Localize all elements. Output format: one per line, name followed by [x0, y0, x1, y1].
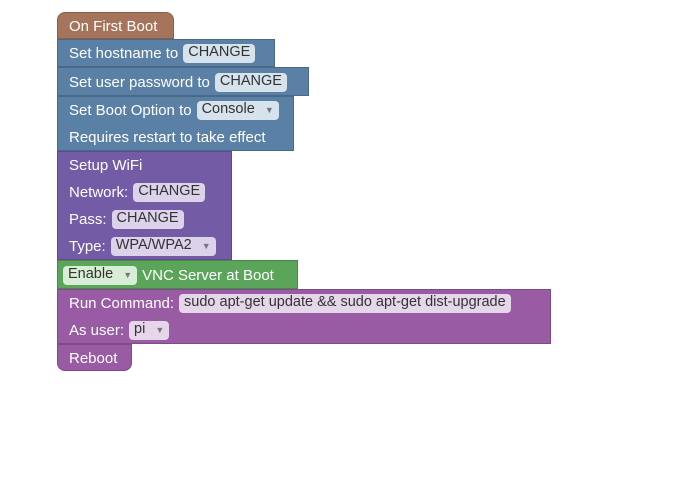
- on-first-boot-label: On First Boot: [69, 18, 158, 35]
- pass-field[interactable]: CHANGE: [111, 210, 184, 229]
- network-field[interactable]: CHANGE: [133, 183, 206, 202]
- type-label: Type:: [69, 238, 106, 255]
- as-user-label: As user:: [69, 322, 125, 339]
- caret-down-icon: ▼: [201, 241, 211, 251]
- reboot-label: Reboot: [69, 350, 118, 367]
- vnc-toggle-dropdown[interactable]: Enable ▼: [63, 265, 138, 285]
- wifi-type-dropdown[interactable]: WPA/WPA2 ▼: [110, 237, 216, 256]
- setup-wifi-block[interactable]: Setup WiFi Network: CHANGE Pass: CHANGE …: [57, 151, 232, 260]
- password-field[interactable]: CHANGE: [214, 72, 287, 92]
- hostname-field[interactable]: CHANGE: [183, 44, 256, 63]
- user-dropdown[interactable]: pi ▼: [129, 321, 170, 340]
- set-password-label: Set user password to: [69, 73, 210, 91]
- pass-label: Pass:: [69, 211, 107, 228]
- caret-down-icon: ▼: [264, 105, 274, 115]
- caret-down-icon: ▼: [123, 269, 133, 280]
- caret-down-icon: ▼: [155, 325, 165, 335]
- vnc-toggle-value: Enable: [68, 265, 114, 282]
- run-command-block[interactable]: Run Command: sudo apt-get update && sudo…: [57, 289, 551, 344]
- setup-wifi-title: Setup WiFi: [69, 157, 143, 174]
- boot-option-value: Console: [201, 101, 255, 117]
- set-boot-option-label: Set Boot Option to: [69, 102, 192, 119]
- user-value: pi: [134, 321, 146, 337]
- on-first-boot-block[interactable]: On First Boot: [57, 12, 174, 39]
- reboot-block[interactable]: Reboot: [57, 344, 132, 371]
- restart-note: Requires restart to take effect: [69, 129, 266, 146]
- set-password-block[interactable]: Set user password to CHANGE: [57, 67, 309, 96]
- vnc-server-label: VNC Server at Boot: [142, 266, 274, 284]
- run-command-label: Run Command:: [69, 295, 175, 312]
- set-hostname-block[interactable]: Set hostname to CHANGE: [57, 39, 275, 67]
- set-boot-option-block[interactable]: Set Boot Option to Console ▼ Requires re…: [57, 96, 294, 151]
- network-label: Network:: [69, 184, 129, 201]
- wifi-type-value: WPA/WPA2: [115, 237, 192, 253]
- boot-option-dropdown[interactable]: Console ▼: [196, 101, 279, 120]
- command-field[interactable]: sudo apt-get update && sudo apt-get dist…: [179, 294, 511, 313]
- vnc-server-block[interactable]: Enable ▼ VNC Server at Boot: [57, 260, 298, 289]
- set-hostname-label: Set hostname to: [69, 45, 179, 62]
